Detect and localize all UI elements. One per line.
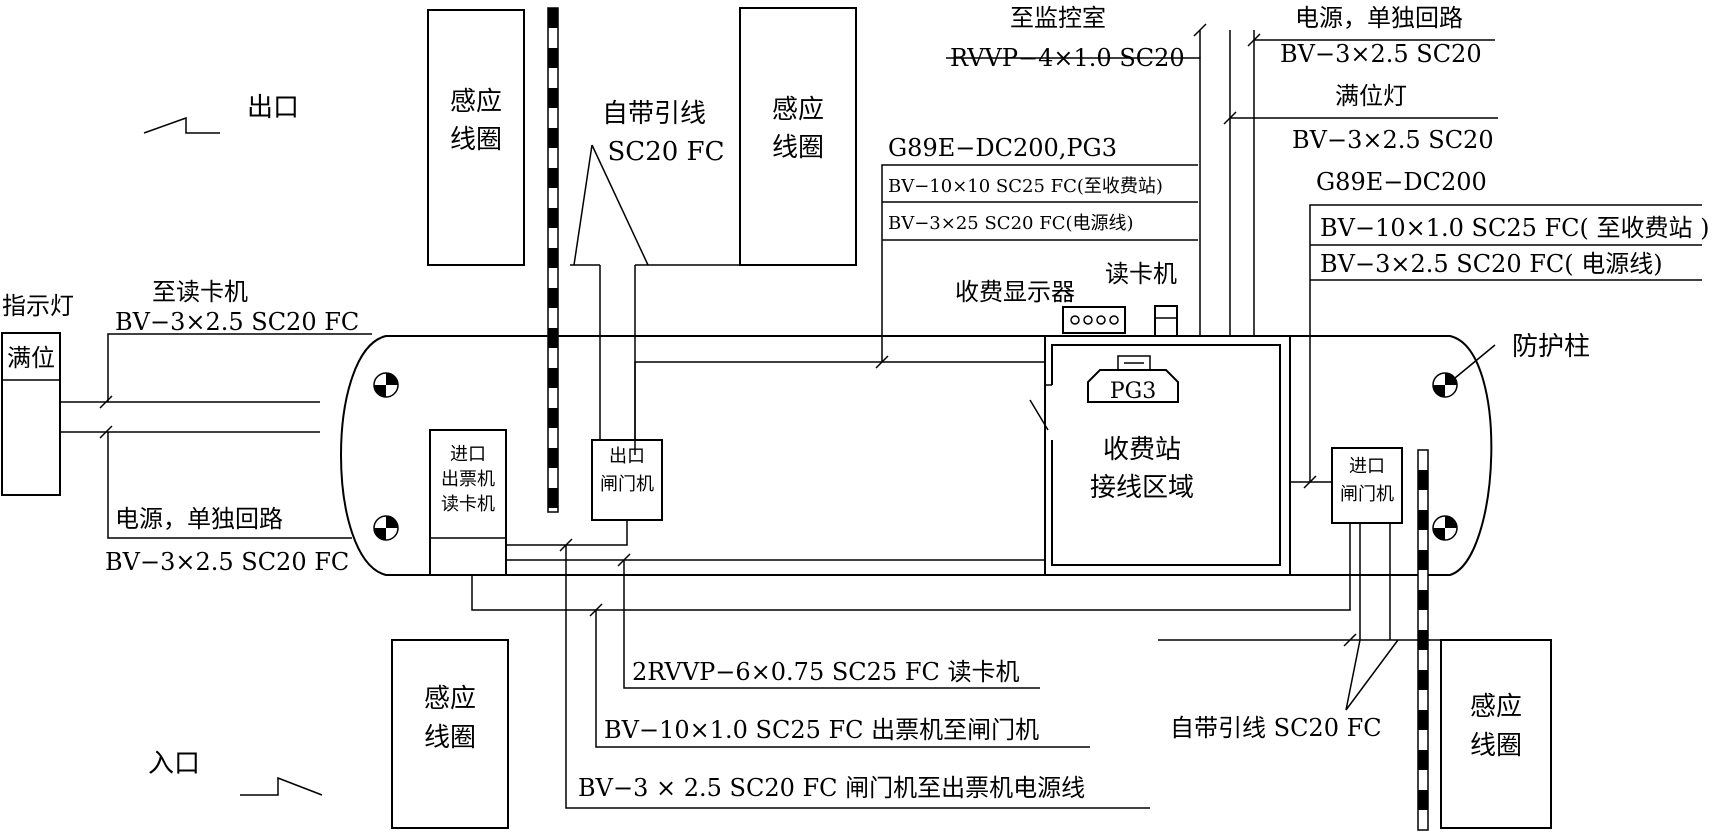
entry-ticket-label: 进口 (450, 444, 486, 465)
induction-loop-top-left (427, 9, 525, 266)
to-reader-label: 至读卡机 (152, 278, 248, 306)
power-left-label: 电源，单独回路 (115, 505, 283, 533)
leader-line (573, 144, 593, 266)
toll-booth-wiring-area (1051, 344, 1281, 566)
loop-label: 线圈 (424, 723, 476, 753)
entry-gate-label: 闸门机 (1340, 484, 1394, 505)
pg3-label: PG3 (1110, 379, 1156, 404)
cable-ticket-to-entry-gate (471, 523, 1351, 611)
pg3-box (1087, 355, 1179, 403)
leader-line (1309, 204, 1702, 482)
loop-label: 感应 (1470, 692, 1522, 722)
bv-3x25-power-label: BV−3×2.5 SC20 FC( 电源线) (1320, 250, 1663, 278)
indicator-label: 指示灯 (2, 292, 74, 320)
cable-tick (1303, 475, 1317, 489)
full-light-label: 满位灯 (1335, 82, 1407, 110)
cable-bv10-label: BV−10×1.0 SC25 FC 出票机至闸门机 (604, 716, 1039, 744)
entry-ticket-label: 读卡机 (441, 494, 495, 515)
entry-ticket-label: 出票机 (441, 469, 495, 490)
guard-post-label: 防护柱 (1512, 332, 1590, 362)
exit-gate-machine (591, 439, 663, 521)
cable-tick (1247, 33, 1261, 47)
leader-line (1345, 639, 1399, 711)
g89e-label: G89E−DC200 (1316, 168, 1487, 196)
bv-full-light-label: BV−3×2.5 SC20 (1292, 126, 1494, 154)
cable-tick (99, 395, 113, 409)
cable-tick (1343, 633, 1357, 647)
induction-loop-bottom-left (391, 639, 509, 829)
guard-post-icon (1432, 372, 1458, 398)
exit-gate-label: 出口 (609, 446, 645, 467)
cable-tick (589, 603, 603, 617)
cable-rvvp-label: 2RVVP−6×0.75 SC25 FC 读卡机 (632, 658, 1019, 686)
exit-gate-label: 闸门机 (600, 474, 654, 495)
leader-line (595, 610, 1090, 748)
fee-display-icon (1062, 306, 1126, 334)
leader-line (107, 333, 372, 402)
loop-label: 线圈 (772, 133, 824, 163)
exit-label: 出口 (247, 93, 299, 123)
bv-10x1-label: BV−10×1.0 SC25 FC( 至收费站 ) (1320, 214, 1710, 242)
entry-gate-machine (1331, 447, 1403, 524)
self-lead-label-top: 自带引线 (602, 99, 706, 129)
power-top-label: 电源，单独回路 (1295, 4, 1463, 32)
exit-barrier-arm (547, 7, 559, 513)
exit-arrow (143, 116, 220, 134)
bv-10x10-label: BV−10×10 SC25 FC(至收费站) (888, 176, 1163, 197)
leader-line (881, 164, 1198, 362)
self-lead-label-top: SC20 FC (608, 137, 725, 167)
guard-post-leader (1454, 344, 1496, 379)
toll-island (340, 335, 1493, 576)
loop-label: 线圈 (1470, 731, 1522, 761)
cable-tick (1223, 111, 1237, 125)
booth-door-swing (1029, 399, 1049, 431)
to-monitor-label: 至监控室 (1010, 4, 1106, 32)
guard-post-icon (373, 372, 399, 398)
station-area-label: 接线区域 (1090, 473, 1194, 503)
bv-3x25-label: BV−3×25 SC20 FC(电源线) (888, 213, 1134, 234)
card-reader-label: 读卡机 (1105, 260, 1177, 288)
leader-line (107, 432, 352, 539)
loop-label: 感应 (772, 95, 824, 125)
station-area-label: 收费站 (1103, 435, 1181, 465)
fee-display-label: 收费显示器 (955, 278, 1075, 306)
full-label: 满位 (7, 344, 55, 372)
card-reader-icon (1154, 305, 1178, 337)
leader-line (623, 560, 1040, 689)
leader-line (591, 144, 649, 266)
bv-power-top-label: BV−3×2.5 SC20 (1280, 40, 1482, 68)
cable-gate-to-booth (634, 361, 1045, 455)
leader-line (1345, 639, 1361, 711)
induction-loop-top-right (739, 7, 857, 266)
entry-ticket-machine (429, 429, 507, 576)
cable-tick (99, 425, 113, 439)
indicator-light (1, 332, 61, 496)
cable-bv3-label: BV−3 × 2.5 SC20 FC 闸门机至出票机电源线 (578, 774, 1085, 802)
rvvp-monitor-label: RVVP−4×1.0 SC20 (950, 44, 1185, 72)
guard-post-icon (373, 515, 399, 541)
guard-post-icon (1432, 515, 1458, 541)
loop-label: 感应 (450, 87, 502, 117)
cable-tick (617, 553, 631, 567)
entry-gate-label: 进口 (1349, 456, 1385, 477)
self-lead-label-bottom: 自带引线 SC20 FC (1170, 714, 1382, 742)
bv-power-left-label: BV−3×2.5 SC20 FC (105, 548, 349, 576)
loop-label: 感应 (424, 684, 476, 714)
cable-tick (559, 538, 573, 552)
leader-line (565, 545, 1150, 809)
entrance-label: 入口 (148, 749, 200, 779)
cable-ticket-to-exit-gate-a (506, 520, 628, 546)
induction-loop-bottom-right (1440, 639, 1552, 829)
g89e-pg3-label: G89E−DC200,PG3 (888, 134, 1117, 162)
loop-label: 线圈 (450, 125, 502, 155)
entrance-arrow (240, 776, 323, 796)
bv-reader-label: BV−3×2.5 SC20 FC (115, 308, 359, 336)
